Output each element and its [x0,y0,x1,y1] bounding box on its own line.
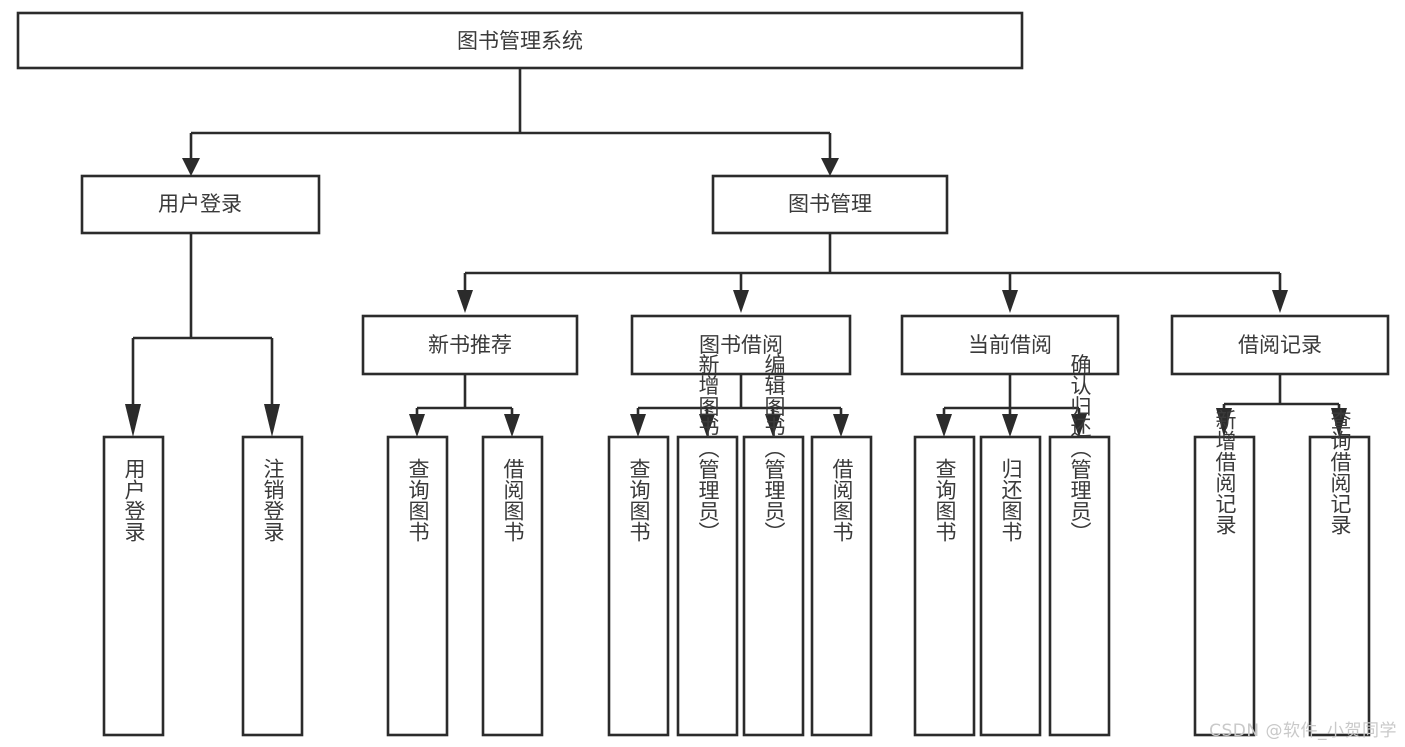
node-leaf-query-book-2-box[interactable] [607,435,670,737]
arrowhead-book-manage [821,158,839,176]
node-leaf-query-book-2[interactable]: 查询图书 [607,435,670,737]
node-borrow-record-label: 借阅记录 [1238,333,1322,357]
node-leaf-user-logout-box[interactable] [241,435,304,737]
arrowhead-leaf-query-book-1 [409,414,425,437]
node-user-login-label: 用户登录 [158,192,242,216]
node-leaf-query-book-2-label: 查询图书 [627,458,651,542]
node-book-manage[interactable]: 图书管理 [711,174,949,235]
node-leaf-user-logout[interactable]: 注销登录 [241,435,304,737]
node-leaf-borrow-book-1-label: 借阅图书 [501,458,525,542]
node-leaf-borrow-book-1[interactable]: 借阅图书 [481,435,544,737]
node-book-manage-box[interactable] [711,174,949,235]
node-leaf-borrow-book-2-label: 借阅图书 [830,458,854,542]
arrowhead-leaf-borrow-book-2 [833,414,849,437]
node-leaf-add-book[interactable]: 新增图书（管理员） [676,354,739,737]
arrowhead-leaf-return-book [1002,414,1018,437]
node-leaf-query-book-1-label: 查询图书 [406,458,430,542]
node-leaf-confirm-return-box[interactable] [1048,435,1111,737]
arrowhead-leaf-confirm-return [1071,414,1087,437]
node-leaf-edit-book-box[interactable] [742,435,805,737]
arrowhead-book-borrow [733,290,749,313]
arrowhead-leaf-query-book-2 [630,414,646,437]
node-leaf-user-login-box[interactable] [102,435,165,737]
node-leaf-user-logout-label: 注销登录 [261,458,285,542]
arrowhead-current-borrow [1002,290,1018,313]
node-leaf-user-login-label: 用户登录 [122,458,146,542]
node-leaf-add-record[interactable]: 新增借阅记录 [1193,409,1256,737]
node-user-login-box[interactable] [80,174,321,235]
node-leaf-add-record-box[interactable] [1193,435,1256,737]
node-new-book-recommend-box[interactable] [361,314,579,376]
node-current-borrow-box[interactable] [900,314,1120,376]
node-leaf-add-book-label: 新增图书（管理员） [696,354,720,543]
node-leaf-query-book-1[interactable]: 查询图书 [386,435,449,737]
arrowhead-leaf-edit-book [765,414,781,437]
node-book-borrow-box[interactable] [630,314,852,376]
node-leaf-query-book-3-label: 查询图书 [933,458,957,542]
node-leaf-query-record-box[interactable] [1308,435,1371,737]
node-leaf-edit-book[interactable]: 编辑图书（管理员） [742,354,805,737]
node-leaf-return-book-label: 归还图书 [999,458,1023,542]
node-leaf-confirm-return[interactable]: 确认归还（管理员） [1048,354,1111,737]
arrowhead-leaf-add-book [699,414,715,437]
arrowhead-leaf-user-logout [264,404,280,437]
node-leaf-add-book-box[interactable] [676,435,739,737]
node-leaf-user-login[interactable]: 用户登录 [102,435,165,737]
node-leaf-query-book-1-box[interactable] [386,435,449,737]
node-book-manage-label: 图书管理 [788,192,872,216]
node-current-borrow[interactable]: 当前借阅 [900,314,1120,376]
arrowhead-leaf-query-book-3 [936,414,952,437]
arrowhead-leaf-query-record [1331,408,1347,437]
node-leaf-confirm-return-label: 确认归还（管理员） [1068,354,1092,543]
node-leaf-return-book[interactable]: 归还图书 [979,435,1042,737]
arrowhead-new-book-recommend [457,290,473,313]
node-new-book-recommend[interactable]: 新书推荐 [361,314,579,376]
arrowhead-leaf-borrow-book-1 [504,414,520,437]
node-leaf-edit-book-label: 编辑图书（管理员） [762,354,786,543]
arrowhead-leaf-add-record [1216,408,1232,437]
node-leaf-query-book-3-box[interactable] [913,435,976,737]
node-leaf-borrow-book-2-box[interactable] [810,435,873,737]
node-current-borrow-label: 当前借阅 [968,333,1052,357]
node-leaf-return-book-box[interactable] [979,435,1042,737]
arrowhead-leaf-user-login [125,404,141,437]
edges-group [125,68,1347,437]
arrowhead-user-login [182,158,200,176]
node-new-book-recommend-label: 新书推荐 [428,333,512,357]
node-leaf-borrow-book-1-box[interactable] [481,435,544,737]
node-leaf-query-record[interactable]: 查询借阅记录 [1308,409,1371,737]
node-root-label: 图书管理系统 [457,29,583,53]
node-user-login[interactable]: 用户登录 [80,174,321,235]
node-root-box[interactable] [16,11,1024,70]
node-leaf-add-record-label: 新增借阅记录 [1213,409,1237,535]
arrowhead-borrow-record [1272,290,1288,313]
node-borrow-record-box[interactable] [1170,314,1390,376]
node-leaf-query-record-label: 查询借阅记录 [1328,409,1352,535]
node-leaf-query-book-3[interactable]: 查询图书 [913,435,976,737]
node-book-borrow[interactable]: 图书借阅 [630,314,852,376]
node-book-borrow-label: 图书借阅 [699,333,783,357]
node-root[interactable]: 图书管理系统 [16,11,1024,70]
node-borrow-record[interactable]: 借阅记录 [1170,314,1390,376]
node-leaf-borrow-book-2[interactable]: 借阅图书 [810,435,873,737]
